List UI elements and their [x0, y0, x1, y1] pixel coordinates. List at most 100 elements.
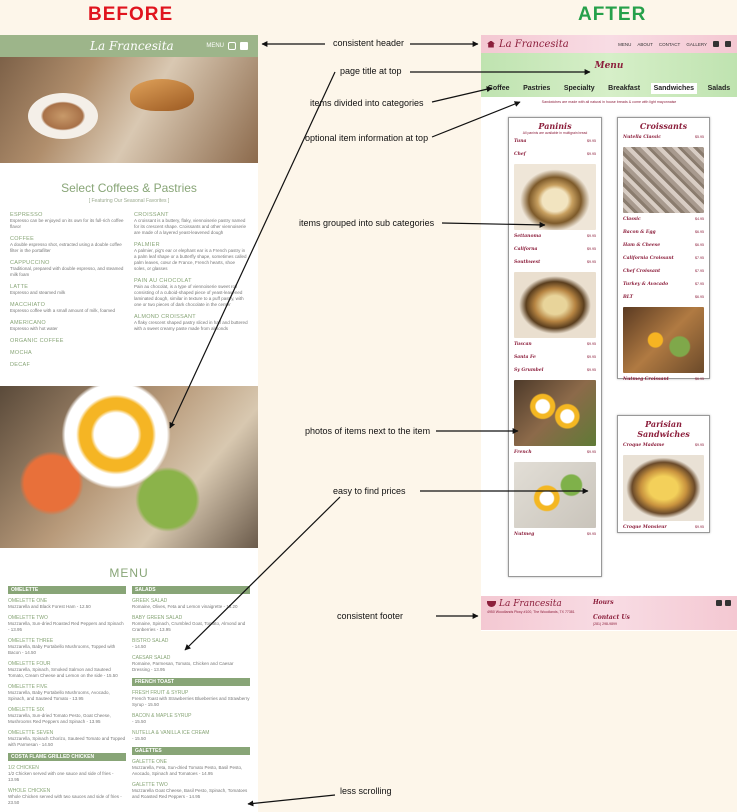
- menu-item-name: MACCHIATO: [10, 302, 46, 308]
- instagram-icon[interactable]: [228, 42, 236, 50]
- after-logo[interactable]: La Francesita: [487, 39, 569, 50]
- menu-item-name: PAIN AU CHOCOLAT: [134, 278, 192, 284]
- label-categories: items divided into categories: [310, 98, 424, 108]
- menu-item-row[interactable]: Sy Grumbel$9.95: [514, 368, 596, 373]
- eggs-avocado-photo: [0, 386, 258, 548]
- menu-item[interactable]: ORGANIC COFFEE: [10, 338, 124, 344]
- menu-item-row[interactable]: California Croissant $7.95: [623, 256, 704, 261]
- menu-item-price: $7.95: [695, 256, 704, 260]
- tab-pastries[interactable]: Pastries: [523, 85, 551, 92]
- menu-item-price: $9.95: [587, 152, 596, 156]
- menu-item[interactable]: MOCHA: [10, 350, 124, 356]
- menu-item-price: $9.95: [587, 450, 596, 454]
- tab-breakfast[interactable]: Breakfast: [608, 85, 641, 92]
- menu-item-row[interactable]: Bacon & Egg$6.95: [623, 230, 704, 235]
- menu-item[interactable]: BACON & MAPLE SYRUP- 15.50: [132, 713, 250, 725]
- nav-contact[interactable]: CONTACT: [658, 41, 681, 47]
- after-page-title: Menu: [594, 61, 624, 71]
- menu-item-row[interactable]: Californa$9.95: [514, 247, 596, 252]
- menu-item-desc: [514, 265, 596, 269]
- menu-item-price: $9.95: [587, 234, 596, 238]
- menu-item-desc: Romaine, Olives, Feta and Lemon vinaigre…: [132, 604, 238, 609]
- menu-item-row[interactable]: Turkey & Avocado$7.95: [623, 282, 704, 287]
- menu-item-row[interactable]: Classic$4.95: [623, 217, 704, 222]
- instagram-icon[interactable]: [725, 600, 731, 606]
- footer-logo[interactable]: La Francesita: [487, 599, 731, 609]
- menu-section-header: GALETTES: [132, 747, 250, 755]
- nav-gallery[interactable]: GALLERY: [686, 41, 707, 47]
- menu-item[interactable]: DECAF: [10, 362, 124, 368]
- tab-coffee[interactable]: Coffee: [487, 85, 510, 92]
- menu-item-name: Nutella Classic: [623, 135, 661, 140]
- facebook-icon[interactable]: [713, 41, 719, 47]
- menu-item-name: CROISSANT: [134, 212, 169, 218]
- instagram-icon[interactable]: [725, 41, 731, 47]
- menu-item-row[interactable]: Southwest$9.95: [514, 260, 596, 265]
- menu-item-row[interactable]: French$9.95: [514, 450, 596, 455]
- menu-item-desc: [623, 235, 704, 239]
- menu-item-name: CAPPUCCINO: [10, 260, 50, 266]
- menu-item-row[interactable]: Settanoma$9.95: [514, 234, 596, 239]
- menu-item[interactable]: BISTRO SALAD- 14.50: [132, 638, 250, 650]
- menu-item-name: Californa: [514, 247, 538, 252]
- menu-item-price: $9.95: [587, 139, 596, 143]
- menu-item-row[interactable]: Nutmeg Croissant$6.95: [623, 377, 704, 382]
- menu-item-name: LATTE: [10, 284, 29, 290]
- menu-item-name: OMELETTE SIX: [8, 707, 45, 713]
- menu-item-desc: Mozzarella, Spinach Chorizo, Sauteed Tom…: [8, 736, 126, 747]
- menu-item-row[interactable]: Chef Croissant$7.95: [623, 269, 704, 274]
- tab-specialty[interactable]: Specialty: [563, 85, 595, 92]
- menu-item-name: California Croissant: [623, 256, 674, 261]
- menu-item-row[interactable]: Nutella Classic$5.95: [623, 135, 704, 140]
- menu-item-row[interactable]: Nutmeg$9.95: [514, 532, 596, 537]
- nav-about[interactable]: ABOUT: [637, 41, 653, 47]
- menu-item-row[interactable]: BLT$6.95: [623, 295, 704, 300]
- menu-item-row[interactable]: Croque Monsieur$9.95: [623, 525, 704, 530]
- facebook-icon[interactable]: [716, 600, 722, 606]
- menu-item-name: Chef Croissant: [623, 269, 661, 274]
- tab-salads[interactable]: Salads: [707, 85, 731, 92]
- facebook-icon[interactable]: [240, 42, 248, 50]
- menu-item[interactable]: NUTELLA & VANILLA ICE CREAM- 15.50: [132, 730, 250, 742]
- menu-item-name: GALETTE ONE: [132, 759, 168, 765]
- menu-item-row[interactable]: Santa Fe$9.95: [514, 355, 596, 360]
- tab-sandwiches[interactable]: Sandwiches: [650, 83, 698, 94]
- sandwich-note: Sandwiches are made with all natural in …: [541, 100, 677, 104]
- menu-item-row[interactable]: Chef$9.95: [514, 152, 596, 157]
- before-heading: BEFORE: [88, 4, 174, 25]
- menu-item-row[interactable]: Tuna$9.95: [514, 139, 596, 144]
- before-nav-menu[interactable]: MENU: [206, 43, 224, 49]
- menu-item-row[interactable]: Ham & Cheese$6.95: [623, 243, 704, 248]
- menu-item-row[interactable]: Tuscan$9.95: [514, 342, 596, 347]
- menu-item-row[interactable]: Croque Madame$9.95: [623, 443, 704, 448]
- nav-menu[interactable]: MENU: [618, 41, 632, 47]
